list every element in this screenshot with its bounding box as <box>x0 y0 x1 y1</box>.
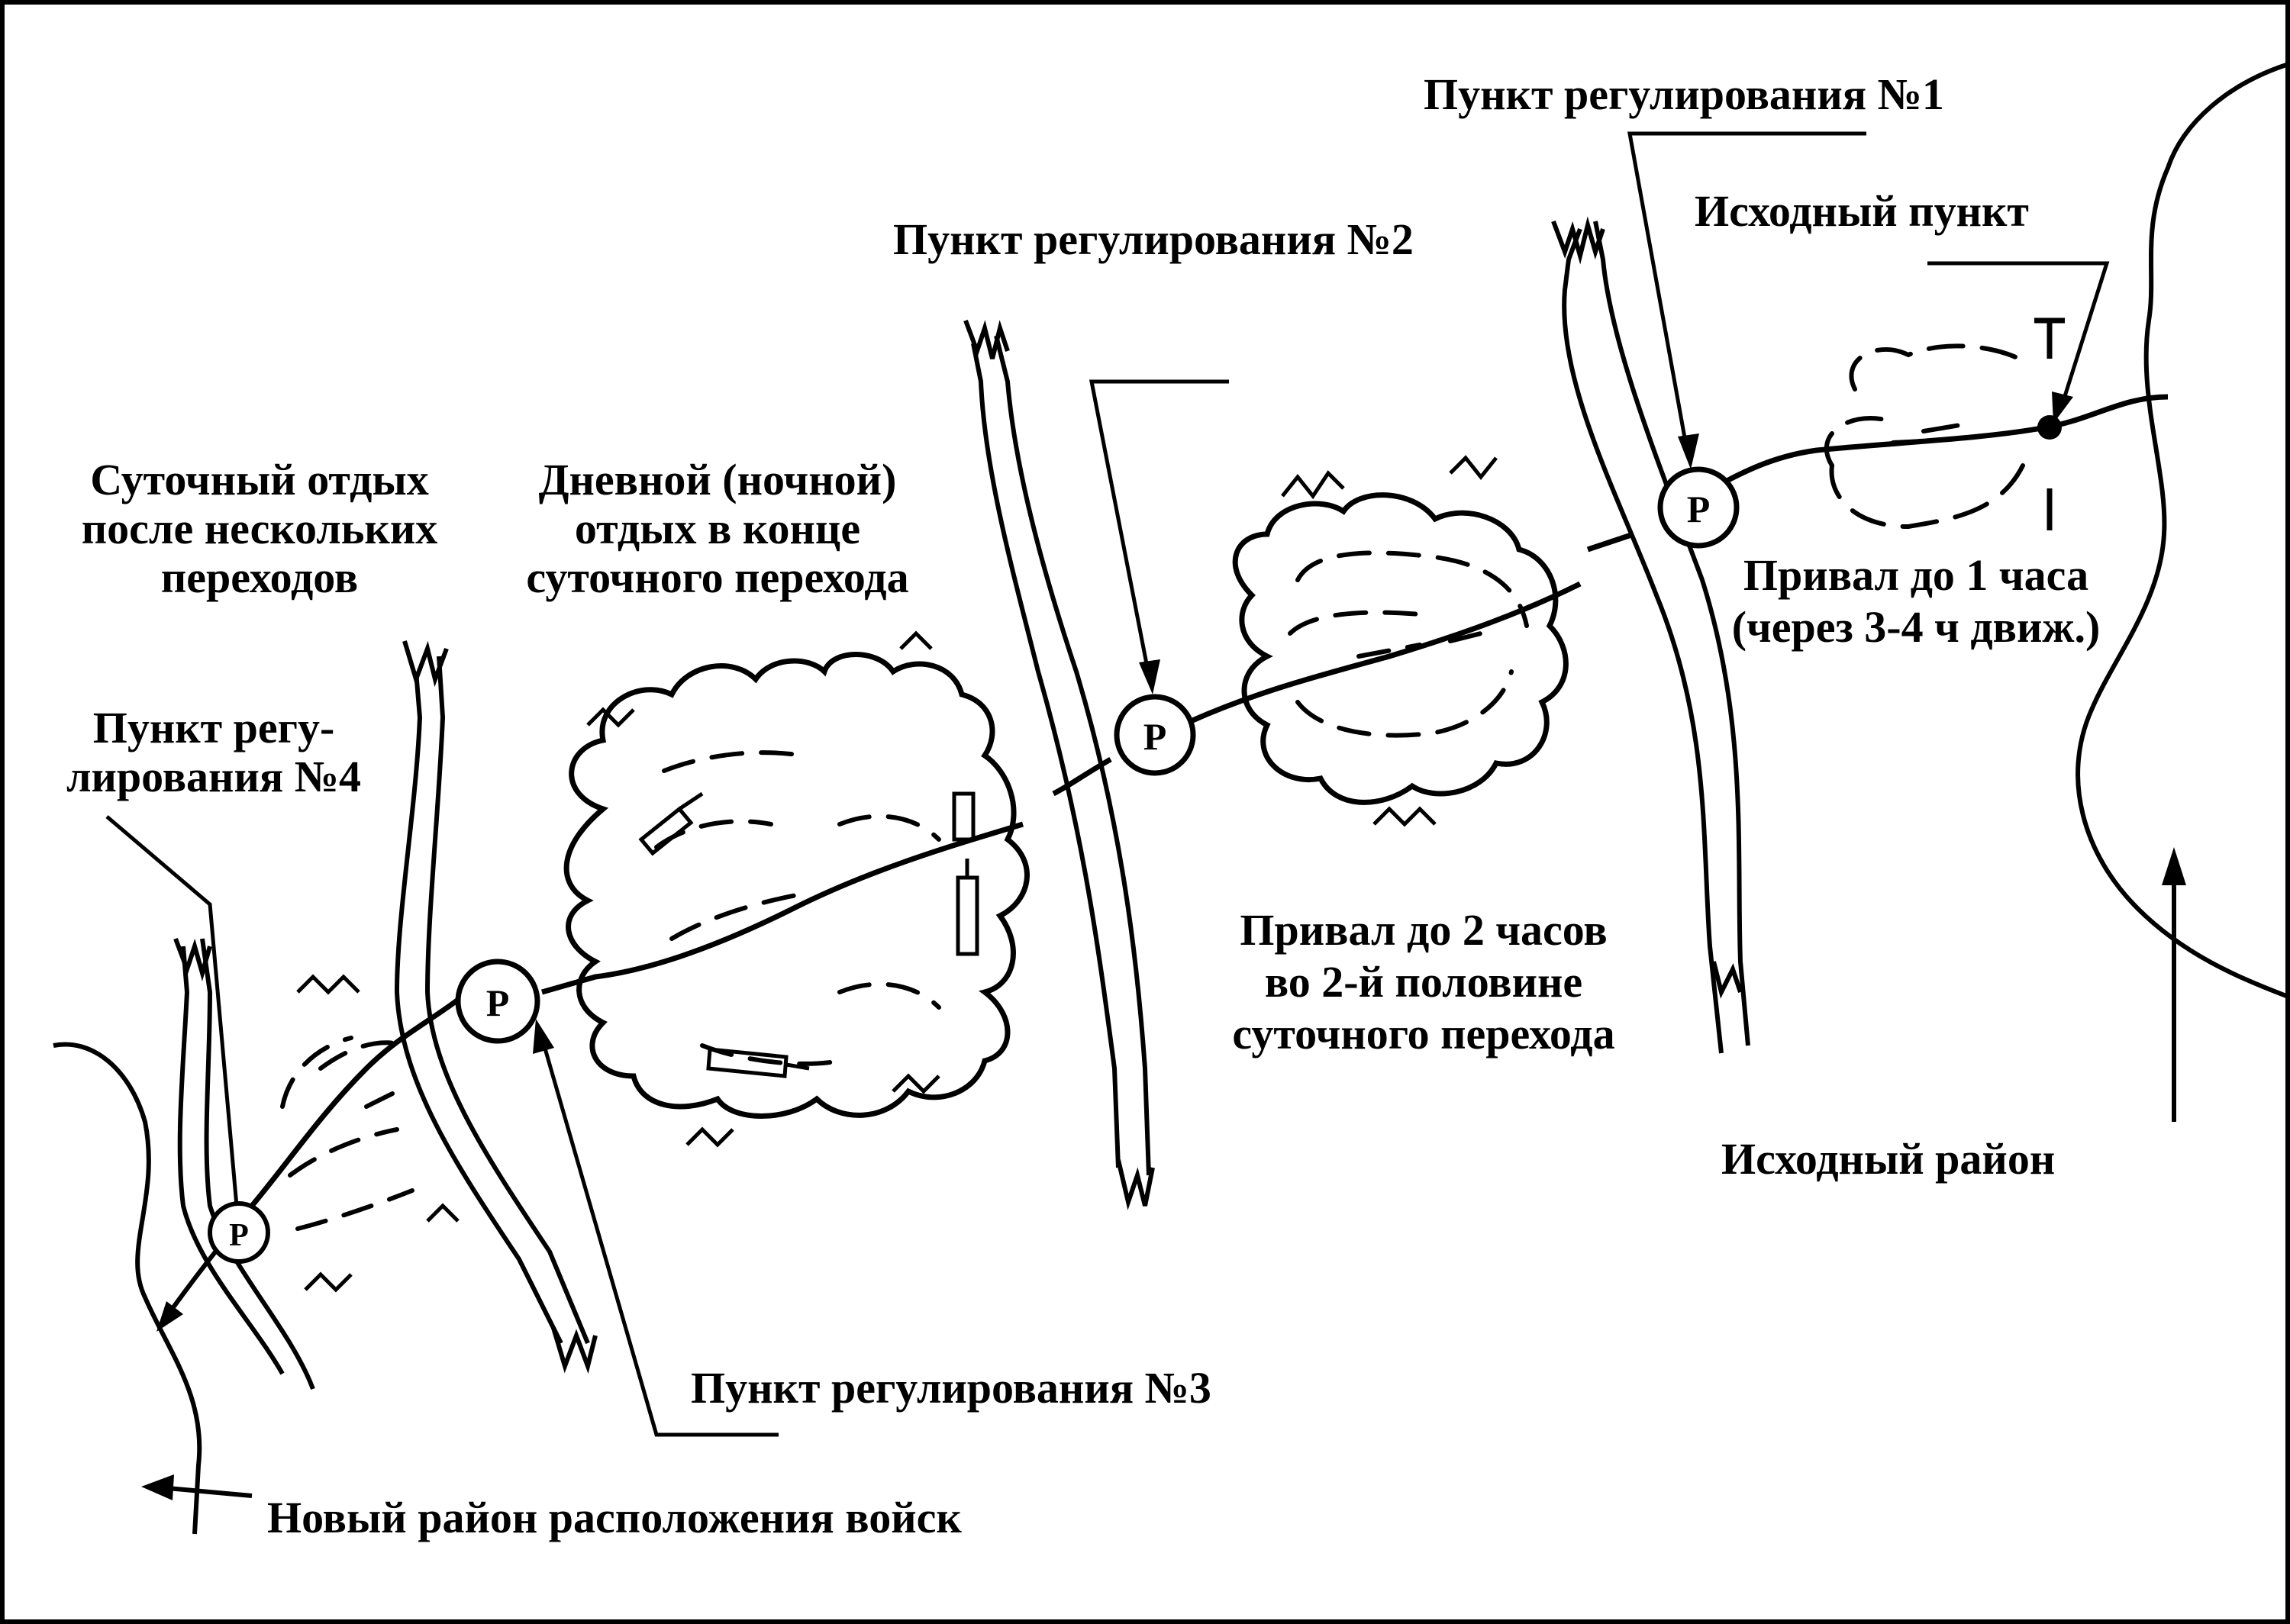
river-4 <box>177 946 285 1375</box>
day-rest-woods <box>563 652 1030 1119</box>
start-point-marker <box>2037 415 2062 440</box>
march-route <box>1586 531 1635 553</box>
label-line: Привал до 2 часов <box>1240 905 1608 955</box>
label-start-point: Исходный пункт <box>1695 186 2029 236</box>
leader-start-point-head <box>2052 392 2073 424</box>
label-regulation-post-3: Пункт регулирования №3 <box>691 1363 1211 1413</box>
river-1-jagged-end <box>1551 216 1743 999</box>
march-route <box>250 997 460 1208</box>
vehicle-icons <box>638 791 979 1078</box>
label-line: Дневной (ночной) <box>538 455 897 504</box>
label-regulation-post-4: Пункт регу- лирования №4 <box>31 706 397 799</box>
label-line: суточного перехода <box>526 553 909 602</box>
label-line: после нескольких <box>81 504 438 553</box>
river-1 <box>1562 227 1724 1054</box>
leader-pr3 <box>540 1037 779 1437</box>
march-route <box>1697 394 2169 499</box>
leader-start-point <box>1927 261 2110 409</box>
regulation-post-3: Р <box>455 959 540 1044</box>
label-regulation-post-1: Пункт регулирования №1 <box>1424 69 1944 119</box>
post-marker-text: Р <box>1143 715 1167 758</box>
daily-rest-area <box>280 1036 414 1231</box>
label-line: (через 3-4 ч движ.) <box>1731 602 2101 652</box>
start-point-tick <box>2034 317 2065 530</box>
label-line: Пункт регу- <box>92 703 335 752</box>
start-area-arrow-head <box>2162 847 2186 885</box>
label-halt-2: Привал до 2 часов во 2-й половине суточн… <box>1172 908 1676 1056</box>
river-4-jagged-end <box>173 937 212 981</box>
daily-rest-scrub <box>296 974 460 1293</box>
march-route <box>1189 581 1582 724</box>
leader-pr1-head <box>1678 433 1699 469</box>
halt1-area <box>1824 343 2033 530</box>
start-area-boundary <box>2076 63 2288 998</box>
day-rest-scrub <box>586 630 940 1148</box>
river-3 <box>394 671 563 1345</box>
new-area-arrow-head <box>141 1474 174 1500</box>
post-marker-text: Р <box>486 981 510 1024</box>
leader-pr2 <box>1089 379 1229 676</box>
river-3 <box>424 656 590 1345</box>
label-line: Суточный отдых <box>90 455 429 504</box>
label-start-area: Исходный район <box>1721 1134 2056 1184</box>
label-line: отдых в конце <box>574 504 861 553</box>
post-marker-text: Р <box>1687 488 1711 530</box>
river-4 <box>200 938 315 1390</box>
river-2-jagged-end <box>963 319 1155 1210</box>
new-area-arrow <box>167 1486 253 1498</box>
route-exit-arrow-head <box>156 1301 183 1332</box>
label-day-night-rest: Дневной (ночной) отдых в конце суточного… <box>489 458 947 600</box>
label-line: Привал до 1 часа <box>1743 550 2089 600</box>
label-new-area: Новый район расположения войск <box>267 1493 962 1542</box>
march-route <box>541 821 1024 995</box>
leader-pr4 <box>105 815 239 1207</box>
leader-pr2-head <box>1139 659 1160 694</box>
halt2-dashes <box>1288 550 1529 738</box>
river-1 <box>1593 221 1750 1046</box>
regulation-post-4: Р <box>208 1201 270 1264</box>
halt2-scrub <box>1281 455 1498 827</box>
label-daily-rest: Суточный отдых после нескольких переходо… <box>34 458 485 600</box>
river-3-jagged-end <box>402 640 598 1374</box>
label-halt-1: Привал до 1 часа (через 3-4 ч движ.) <box>1679 553 2153 649</box>
halt2-woods <box>1232 492 1569 805</box>
label-line: лирования №4 <box>66 752 362 801</box>
label-line: переходов <box>160 553 359 602</box>
new-area-boundary <box>53 1042 202 1535</box>
label-line: суточного перехода <box>1232 1009 1615 1058</box>
leader-pr1 <box>1627 131 1866 451</box>
post-marker-text: Р <box>229 1218 249 1253</box>
leader-pr3-head <box>533 1019 554 1054</box>
label-line: во 2-й половине <box>1264 957 1583 1007</box>
river-2 <box>994 335 1151 1176</box>
river-2 <box>971 343 1121 1168</box>
regulation-post-2: Р <box>1114 694 1196 776</box>
regulation-post-1: Р <box>1657 466 1740 549</box>
label-regulation-post-2: Пункт регулирования №2 <box>893 214 1414 264</box>
